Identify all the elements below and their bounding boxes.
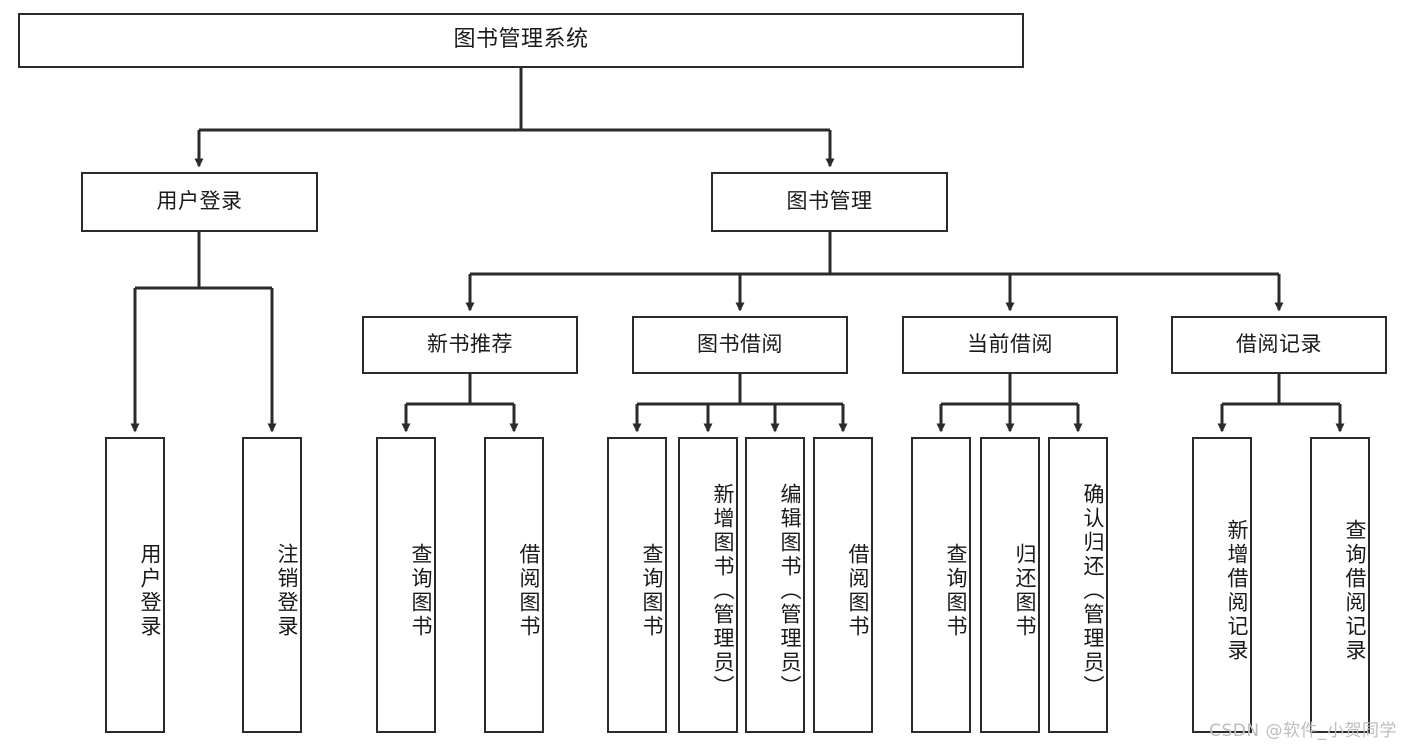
- leaf-label: 查询图书: [409, 543, 433, 639]
- leaf-label: 归还图书: [1013, 543, 1037, 639]
- leaf-label: 查询图书: [640, 543, 664, 639]
- node-user-login[interactable]: 用户登录: [81, 172, 318, 232]
- leaf-add-borrow-record[interactable]: 新增借阅记录: [1192, 437, 1252, 733]
- leaf-query-borrow-record[interactable]: 查询借阅记录: [1310, 437, 1370, 733]
- node-new-book-recommend[interactable]: 新书推荐: [362, 316, 578, 374]
- leaf-query-book-current[interactable]: 查询图书: [911, 437, 971, 733]
- leaf-add-book-admin[interactable]: 新增图书（管理员）: [678, 437, 738, 733]
- leaf-label: 新增图书（管理员）: [711, 483, 735, 699]
- leaf-label: 借阅图书: [517, 543, 541, 639]
- leaf-return-book[interactable]: 归还图书: [980, 437, 1040, 733]
- node-root-system[interactable]: 图书管理系统: [18, 13, 1024, 68]
- node-book-management[interactable]: 图书管理: [711, 172, 948, 232]
- node-current-borrow[interactable]: 当前借阅: [902, 316, 1118, 374]
- leaf-label: 查询借阅记录: [1343, 519, 1367, 663]
- leaf-label: 注销登录: [275, 543, 299, 639]
- leaf-borrow-book-recommend[interactable]: 借阅图书: [484, 437, 544, 733]
- leaf-query-book-borrow[interactable]: 查询图书: [607, 437, 667, 733]
- node-book-borrow[interactable]: 图书借阅: [632, 316, 848, 374]
- watermark: CSDN @软件_小贺同学: [1209, 721, 1397, 741]
- leaf-edit-book-admin[interactable]: 编辑图书（管理员）: [745, 437, 805, 733]
- leaf-label: 新增借阅记录: [1225, 519, 1249, 663]
- leaf-label: 借阅图书: [846, 543, 870, 639]
- leaf-label: 编辑图书（管理员）: [778, 483, 802, 699]
- node-borrow-records[interactable]: 借阅记录: [1171, 316, 1387, 374]
- leaf-user-login[interactable]: 用户登录: [105, 437, 165, 733]
- leaf-label: 确认归还（管理员）: [1081, 483, 1105, 699]
- leaf-query-book-recommend[interactable]: 查询图书: [376, 437, 436, 733]
- leaf-logout[interactable]: 注销登录: [242, 437, 302, 733]
- leaf-label: 查询图书: [944, 543, 968, 639]
- leaf-confirm-return-admin[interactable]: 确认归还（管理员）: [1048, 437, 1108, 733]
- leaf-label: 用户登录: [138, 543, 162, 639]
- leaf-borrow-book[interactable]: 借阅图书: [813, 437, 873, 733]
